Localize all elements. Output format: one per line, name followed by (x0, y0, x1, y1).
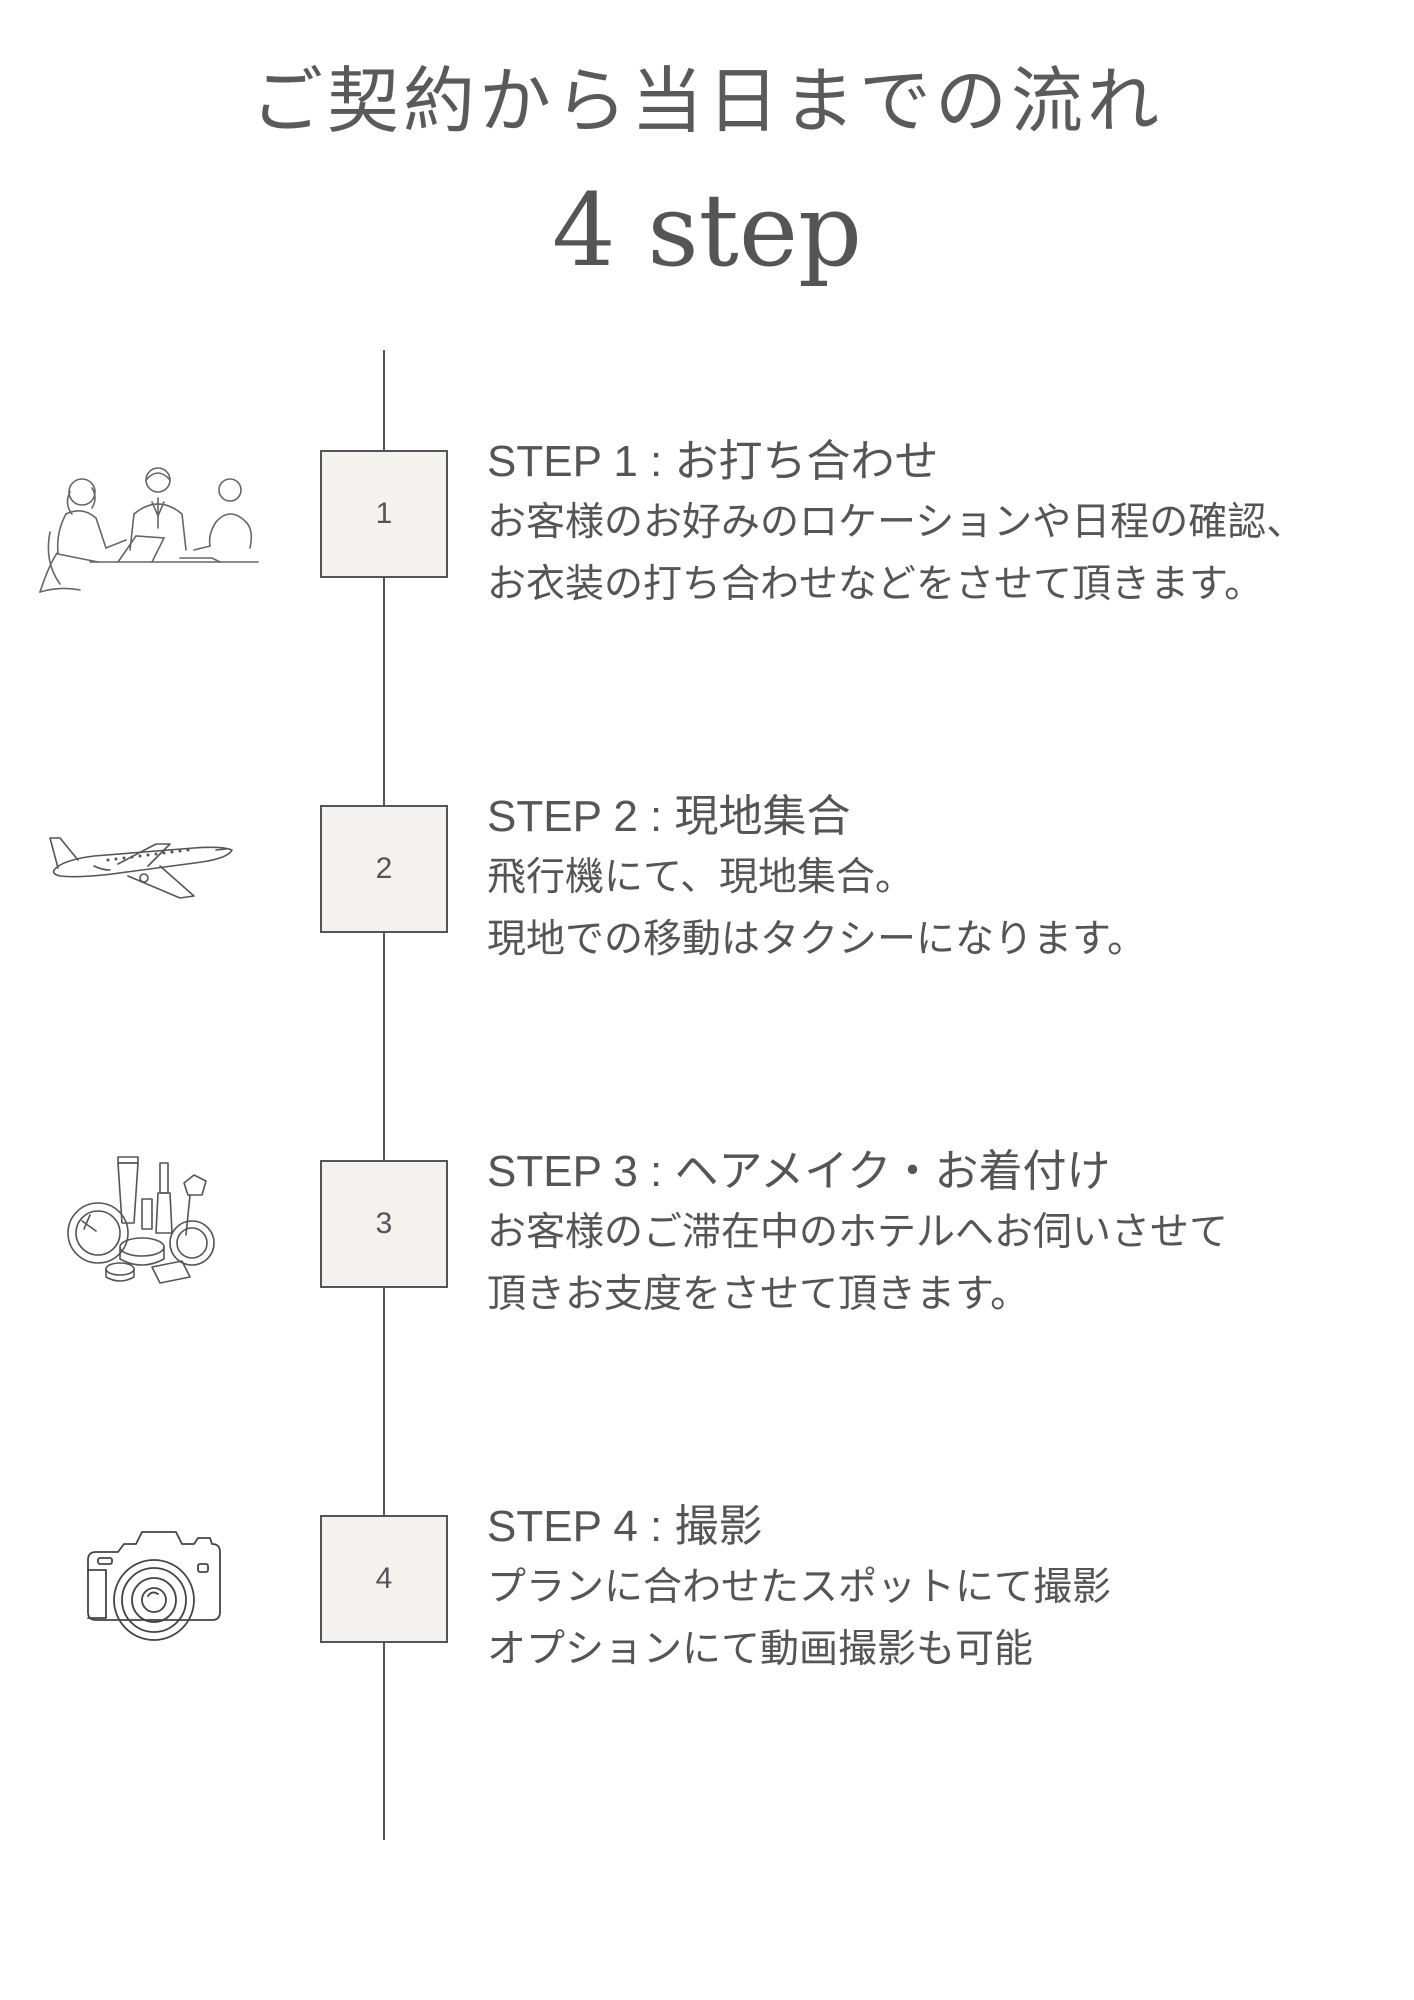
step-name: 撮影 (674, 1501, 763, 1552)
step-4-heading: STEP 4 : 撮影 (487, 1497, 1387, 1557)
step-label: STEP 1 : (487, 437, 675, 486)
step-3: STEP 3 : ヘアメイク・お着付け お客様のご滞在中のホテルへお伺いさせて … (487, 1142, 1387, 1326)
cosmetics-icon (60, 1155, 225, 1290)
step-2-heading: STEP 2 : 現地集合 (487, 787, 1387, 847)
step-2: STEP 2 : 現地集合 飛行機にて、現地集合。 現地での移動はタクシーになり… (487, 787, 1387, 971)
step-1: STEP 1 : お打ち合わせ お客様のお好みのロケーションや日程の確認、 お衣… (487, 432, 1387, 616)
page-title: 4 step (551, 172, 863, 289)
step-label: STEP 4 : (487, 1502, 675, 1551)
step-2-description-line-2: 現地での移動はタクシーになります。 (487, 917, 1147, 962)
page-subtitle: ご契約から当日までの流れ (250, 59, 1163, 143)
step-name: お打ち合わせ (674, 436, 939, 487)
step-4-description-line-1: プランに合わせたスポットにて撮影 (487, 1565, 1112, 1610)
step-number: 2 (375, 852, 393, 885)
step-name: ヘアメイク・お着付け (674, 1146, 1111, 1197)
step-4-description-line-2: オプションにて動画撮影も可能 (487, 1627, 1034, 1672)
camera-icon (82, 1530, 222, 1654)
step-2-description-line-1: 飛行機にて、現地集合。 (487, 855, 915, 900)
step-number: 1 (375, 497, 393, 530)
step-label: STEP 3 : (487, 1147, 675, 1196)
step-3-heading: STEP 3 : ヘアメイク・お着付け (487, 1142, 1387, 1202)
step-label: STEP 2 : (487, 792, 675, 841)
step-1-description-line-1: お客様のお好みのロケーションや日程の確認、 (487, 500, 1306, 545)
step-number: 4 (375, 1562, 393, 1595)
airplane-icon (48, 826, 238, 902)
step-3-number-box: 3 (320, 1160, 448, 1288)
meeting-icon (30, 462, 280, 602)
timeline-line (383, 350, 385, 1840)
step-name: 現地集合 (674, 791, 851, 842)
step-4: STEP 4 : 撮影 プランに合わせたスポットにて撮影 オプションにて動画撮影… (487, 1497, 1387, 1681)
step-4-number-box: 4 (320, 1515, 448, 1643)
step-3-description-line-2: 頂きお支度をさせて頂きます。 (487, 1272, 1030, 1317)
step-1-description-line-2: お衣装の打ち合わせなどをさせて頂きます。 (487, 562, 1264, 607)
step-1-number-box: 1 (320, 450, 448, 578)
step-2-number-box: 2 (320, 805, 448, 933)
step-1-heading: STEP 1 : お打ち合わせ (487, 432, 1387, 492)
step-number: 3 (375, 1207, 393, 1240)
step-3-description-line-1: お客様のご滞在中のホテルへお伺いさせて (487, 1210, 1229, 1255)
